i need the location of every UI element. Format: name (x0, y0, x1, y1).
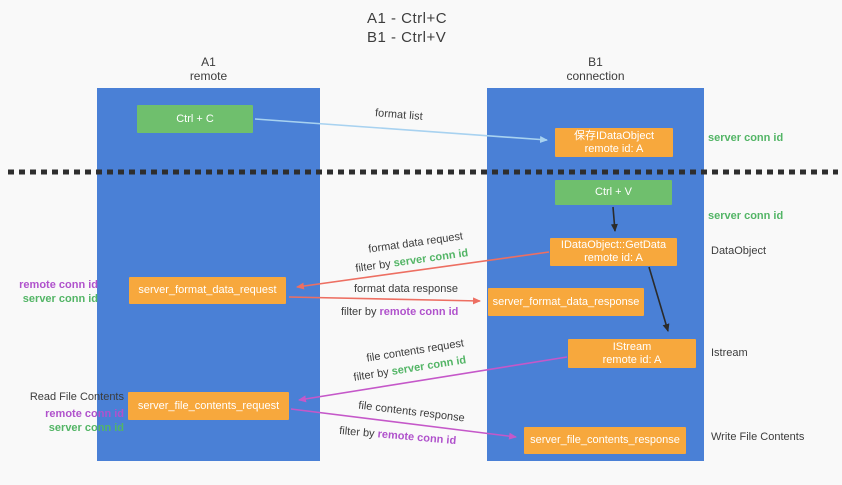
ctrl-v-label: Ctrl + V (595, 186, 632, 198)
ctrl-v-box: Ctrl + V (555, 180, 672, 205)
remote-conn-id-left-1: remote conn id (19, 279, 98, 291)
ctrl-c-label: Ctrl + C (176, 112, 214, 125)
istream-label: IStream remote id: A (603, 341, 662, 367)
diagram-title: A1 - Ctrl+C B1 - Ctrl+V (367, 9, 447, 47)
server-format-data-request-label: server_format_data_request (138, 284, 277, 296)
filter-by-text: filter by (352, 366, 390, 384)
file-request-side-labels: Read File Contents remote conn id server… (4, 390, 124, 435)
server-conn-id-right-top: server conn id (708, 132, 784, 144)
istream-line2: remote id: A (602, 353, 662, 366)
getdata-label: IDataObject::GetData remote id: A (561, 239, 666, 265)
istream-side-label: Istream (711, 347, 748, 359)
save-dataobject-line2: remote id: A (584, 142, 644, 155)
getdata-line1: IDataObject::GetData (560, 239, 667, 251)
read-file-contents-label: Read File Contents (29, 391, 124, 403)
filter-by-text: filter by (354, 258, 392, 275)
remote-conn-id-term: remote conn id (379, 306, 459, 318)
server-format-data-response-box: server_format_data_response (488, 288, 644, 316)
getdata-line2: remote id: A (584, 252, 643, 264)
server-file-contents-request-box: server_file_contents_request (128, 392, 289, 420)
remote-conn-id-left-2: remote conn id (45, 408, 124, 420)
server-format-data-response-label: server_format_data_response (492, 295, 640, 308)
remote-conn-id-term: remote conn id (377, 428, 457, 448)
filter-by-text: filter by (338, 424, 376, 440)
ctrl-c-box: Ctrl + C (137, 105, 253, 133)
format-request-conn-ids: remote conn id server conn id (6, 278, 98, 306)
lifeline-a1-role: remote (189, 69, 228, 83)
format-data-response-label: format data response (354, 283, 458, 295)
save-dataobject-label: 保存IDataObject remote id: A (574, 130, 654, 156)
format-list-label: format list (374, 107, 424, 123)
server-file-contents-response-label: server_file_contents_response (530, 434, 680, 446)
lifeline-a1-header: A1 remote (97, 55, 320, 83)
lifeline-b1-header: B1 connection (487, 55, 704, 83)
server-format-data-request-box: server_format_data_request (129, 277, 286, 304)
server-conn-id-right-mid: server conn id (708, 210, 784, 222)
lifeline-a1-name: A1 (201, 55, 216, 69)
istream-box: IStream remote id: A (568, 339, 696, 368)
filter-by-remote-conn-id-label-1: filter by remote conn id (341, 306, 458, 318)
save-dataobject-line1: 保存IDataObject (573, 129, 655, 142)
server-conn-id-left-1: server conn id (22, 293, 98, 305)
lifeline-b1-name: B1 (588, 55, 603, 69)
server-file-contents-request-label: server_file_contents_request (137, 399, 280, 412)
getdata-box: IDataObject::GetData remote id: A (550, 238, 677, 266)
filter-by-text: filter by (341, 306, 377, 318)
save-dataobject-box: 保存IDataObject remote id: A (555, 128, 673, 157)
write-file-contents-label: Write File Contents (711, 431, 805, 443)
file-contents-response-label: file contents response (357, 399, 466, 425)
title-line-1: A1 - Ctrl+C (367, 10, 448, 27)
istream-line1: IStream (612, 340, 652, 353)
title-line-2: B1 - Ctrl+V (367, 29, 447, 46)
dataobject-label: DataObject (711, 245, 767, 257)
server-file-contents-response-box: server_file_contents_response (524, 427, 686, 454)
server-conn-id-left-2: server conn id (48, 422, 124, 434)
filter-by-remote-conn-id-label-2: filter by remote conn id (339, 425, 457, 447)
lifeline-b1-role: connection (566, 69, 625, 83)
